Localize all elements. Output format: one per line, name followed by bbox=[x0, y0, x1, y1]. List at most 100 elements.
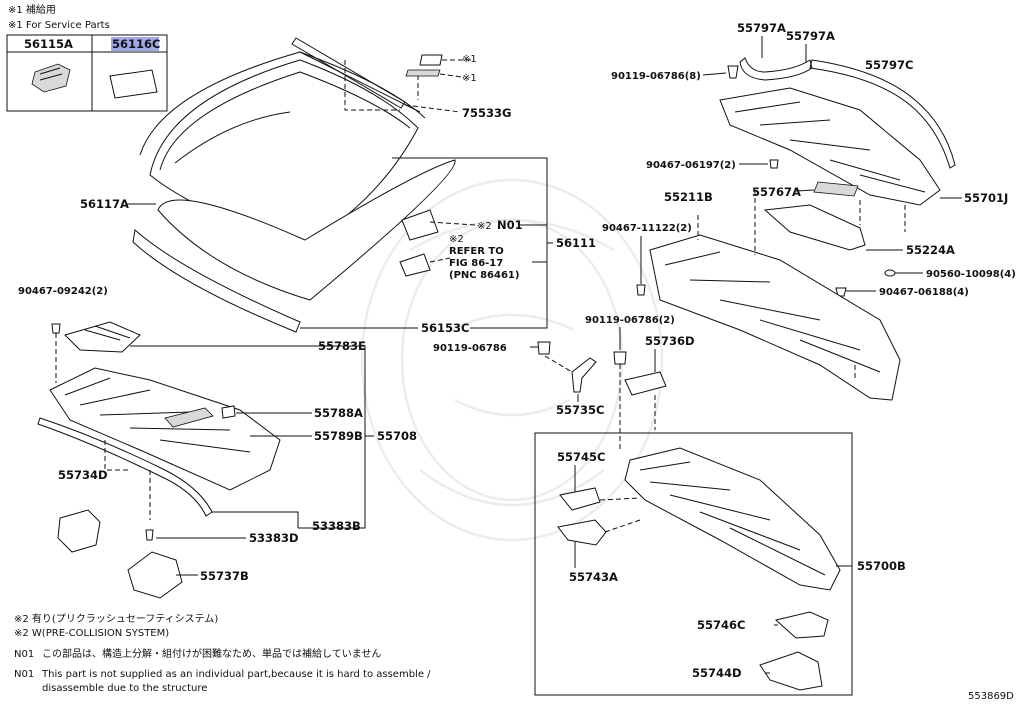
label-55783E[interactable]: 55783E bbox=[318, 339, 366, 353]
assembly-box-55700B bbox=[534, 432, 853, 696]
label-90560-10098[interactable]: 90560-10098(4) bbox=[926, 269, 1016, 280]
label-55797A-left[interactable]: 55797A bbox=[737, 21, 786, 35]
label-90119-06786[interactable]: 90119-06786 bbox=[433, 343, 507, 354]
clip-90467-11122 bbox=[636, 284, 646, 296]
seal-55797C bbox=[809, 59, 956, 169]
label-n01[interactable]: N01 bbox=[497, 218, 523, 232]
outer-cowl-assembly bbox=[636, 57, 956, 401]
figure-id: 553869D bbox=[968, 691, 1014, 702]
label-55736D[interactable]: 55736D bbox=[645, 334, 695, 348]
service-parts-table: 56115A 56116C bbox=[6, 34, 168, 112]
seal-55734D bbox=[37, 417, 213, 517]
note-n01-jp: この部品は、構造上分解・組付けが困難なため、単品では補給していません bbox=[42, 647, 381, 660]
highlight-56116C bbox=[111, 37, 159, 51]
label-90119-06786-8[interactable]: 90119-06786(8) bbox=[611, 71, 701, 82]
panel-55211B bbox=[649, 234, 901, 401]
seal-55797A bbox=[739, 57, 813, 81]
bracket-55745C bbox=[559, 487, 601, 511]
clip-53383D bbox=[145, 529, 154, 541]
bracket-55735C bbox=[571, 357, 597, 393]
note-service-parts-jp: ※1 補給用 bbox=[8, 3, 56, 16]
cover-55224A bbox=[763, 204, 866, 251]
refer-line-3: (PNC 86461) bbox=[449, 270, 519, 281]
cowl-left-assembly bbox=[37, 321, 281, 599]
label-56111[interactable]: 56111 bbox=[556, 236, 596, 250]
pad-55767A bbox=[813, 181, 859, 197]
label-55708[interactable]: 55708 bbox=[377, 429, 417, 443]
panel-55700B bbox=[624, 447, 841, 591]
bracket-55743A bbox=[557, 519, 607, 546]
label-56117A[interactable]: 56117A bbox=[80, 197, 129, 211]
label-55737B[interactable]: 55737B bbox=[200, 569, 249, 583]
label-55701J[interactable]: 55701J bbox=[964, 191, 1008, 205]
note-service-parts-en: ※1 For Service Parts bbox=[8, 20, 110, 31]
panel-55783E bbox=[64, 321, 141, 353]
refer-line-1: REFER TO bbox=[449, 246, 504, 257]
clip-top bbox=[419, 54, 443, 66]
label-55767A[interactable]: 55767A bbox=[752, 185, 801, 199]
clip-strip bbox=[405, 69, 441, 77]
label-90467-09242[interactable]: 90467-09242(2) bbox=[18, 286, 108, 297]
inner-cowl-assembly bbox=[557, 447, 841, 691]
washer-90560-10098 bbox=[884, 269, 896, 277]
bracket-55736D bbox=[624, 371, 667, 396]
note-pcs-en: ※2 W(PRE-COLLISION SYSTEM) bbox=[14, 628, 169, 639]
label-90467-11122[interactable]: 90467-11122(2) bbox=[602, 223, 692, 234]
note-n01-tag-jp: N01 bbox=[14, 649, 34, 660]
note-n01-en-2: disassemble due to the structure bbox=[42, 683, 207, 694]
seal-56153C bbox=[132, 229, 301, 333]
windshield-assembly bbox=[132, 37, 476, 333]
label-55745C[interactable]: 55745C bbox=[557, 450, 605, 464]
bracket-55734D bbox=[57, 509, 101, 553]
label-55734D[interactable]: 55734D bbox=[58, 468, 108, 482]
table-part-56115A[interactable]: 56115A bbox=[24, 37, 73, 51]
part-56115A-icon bbox=[31, 63, 71, 93]
label-55744D[interactable]: 55744D bbox=[692, 666, 742, 680]
clip-90467-06188 bbox=[835, 287, 847, 297]
label-56153C[interactable]: 56153C bbox=[421, 321, 469, 335]
label-90467-06188[interactable]: 90467-06188(4) bbox=[879, 287, 969, 298]
grille-insert bbox=[164, 407, 214, 428]
clip-90467-09242 bbox=[51, 323, 61, 334]
label-55746C[interactable]: 55746C bbox=[697, 618, 745, 632]
note-n01-tag-en: N01 bbox=[14, 669, 34, 680]
bracket-55708 bbox=[130, 345, 366, 529]
label-55788A[interactable]: 55788A bbox=[314, 406, 363, 420]
mark-pcs-b: ※2 bbox=[449, 234, 464, 245]
label-55735C[interactable]: 55735C bbox=[556, 403, 604, 417]
table-part-56116C[interactable]: 56116C bbox=[112, 37, 160, 51]
bracket-55737B bbox=[127, 551, 183, 599]
bracket-n01 bbox=[401, 209, 439, 241]
sensor-bracket bbox=[399, 253, 431, 277]
mark-pcs-a: ※2 bbox=[477, 221, 492, 232]
part-56116C-icon bbox=[109, 69, 158, 99]
label-55797C[interactable]: 55797C bbox=[865, 58, 913, 72]
mark-service-1b: ※1 bbox=[462, 73, 477, 84]
label-55789B[interactable]: 55789B bbox=[314, 429, 363, 443]
note-pcs-jp: ※2 有り(プリクラッシュセーフティシステム) bbox=[14, 612, 218, 625]
bracket-55744D bbox=[759, 651, 823, 691]
label-55211B[interactable]: 55211B bbox=[664, 190, 713, 204]
molding-75533G bbox=[291, 37, 406, 109]
label-90119-06786-2[interactable]: 90119-06786(2) bbox=[585, 315, 675, 326]
bolt-90119-06786 bbox=[537, 341, 551, 355]
label-55224A[interactable]: 55224A bbox=[906, 243, 955, 257]
label-90467-06197[interactable]: 90467-06197(2) bbox=[646, 160, 736, 171]
refer-line-2: FIG 86-17 bbox=[449, 258, 503, 269]
label-55700B[interactable]: 55700B bbox=[857, 559, 906, 573]
windshield-lower bbox=[157, 159, 456, 301]
label-55797A-right[interactable]: 55797A bbox=[786, 29, 835, 43]
bracket-55746C bbox=[774, 611, 829, 639]
label-55743A[interactable]: 55743A bbox=[569, 570, 618, 584]
bolt-90119-06786-2 bbox=[613, 351, 627, 365]
clip-55788A bbox=[221, 405, 236, 419]
label-53383D[interactable]: 53383D bbox=[249, 531, 299, 545]
note-n01-en-1: This part is not supplied as an individu… bbox=[41, 669, 431, 680]
clip-90467-06197 bbox=[769, 159, 779, 169]
label-53383B[interactable]: 53383B bbox=[312, 519, 361, 533]
label-75533G[interactable]: 75533G bbox=[462, 106, 511, 120]
clip-90119-06786-8 bbox=[727, 65, 739, 79]
mark-service-1a: ※1 bbox=[462, 54, 477, 65]
